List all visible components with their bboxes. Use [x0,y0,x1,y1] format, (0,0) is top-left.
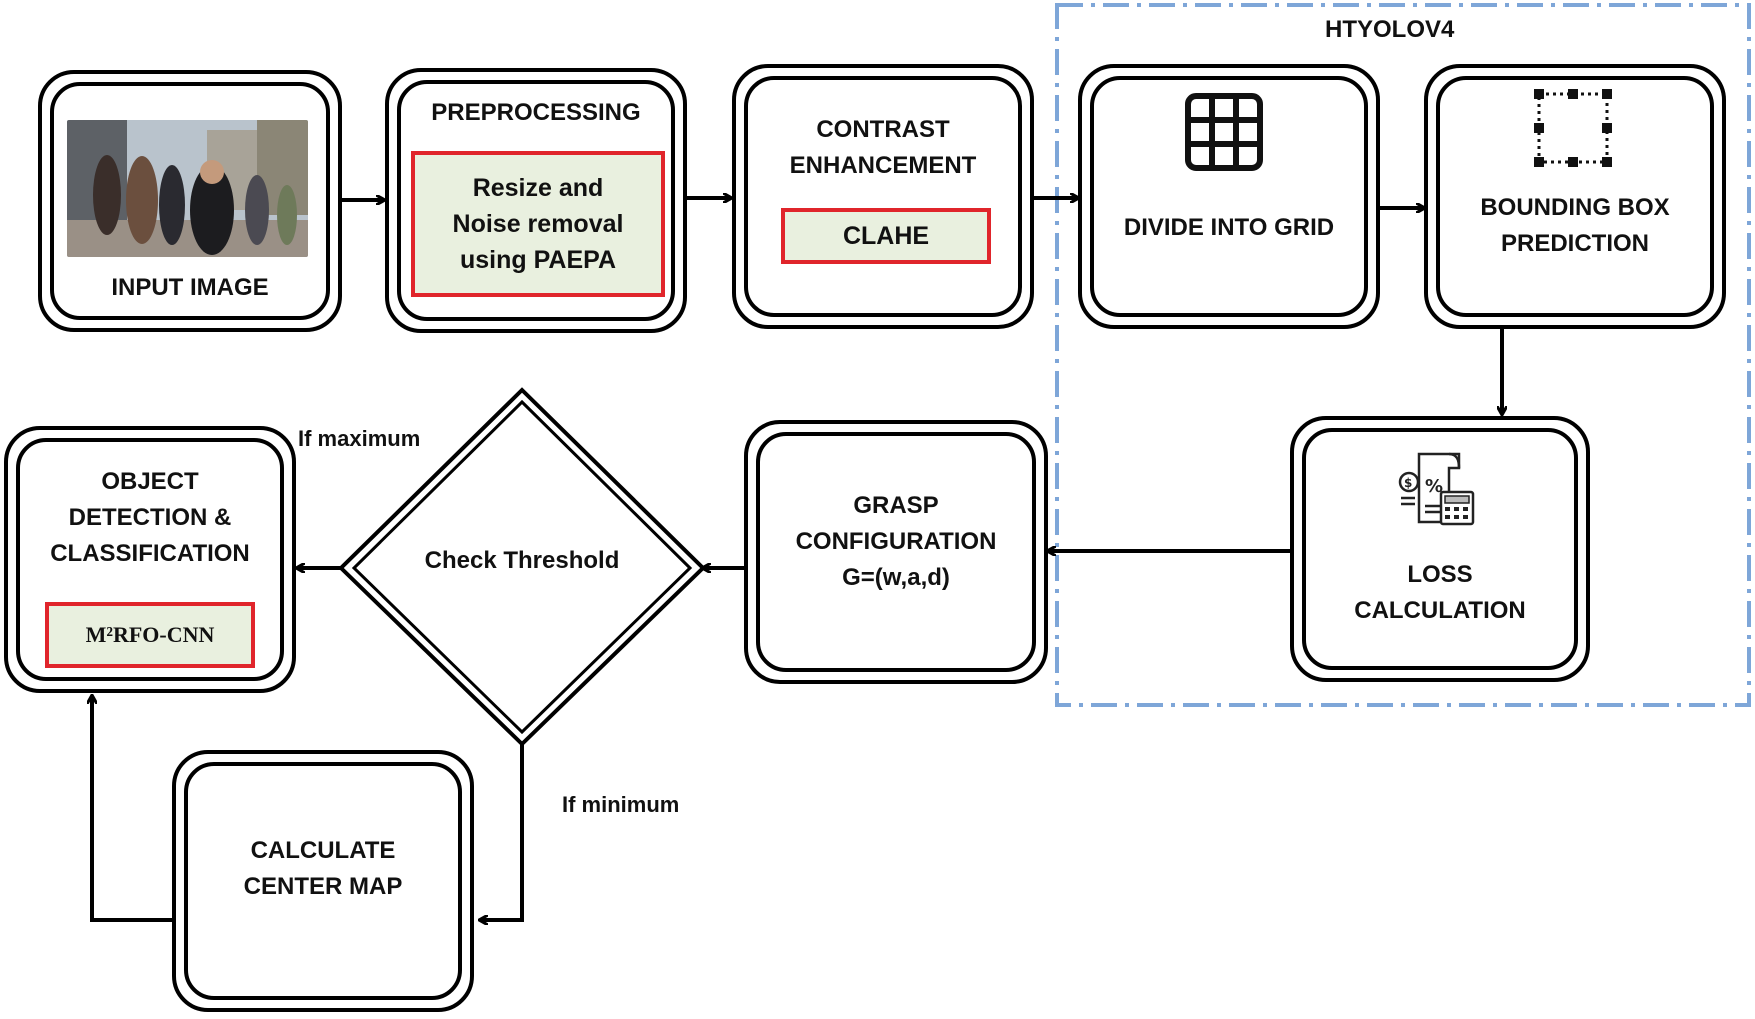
loss-label-line-2: CALCULATION [1354,597,1526,624]
contrast-node [732,64,1034,329]
loss-node-inner [1302,428,1578,670]
bbox-label-line-2: PREDICTION [1500,230,1649,257]
center-map-node-inner [184,762,462,1000]
detection-label-line-3: CLASSIFICATION [50,540,250,567]
preprocessing-label: PREPROCESSING [431,99,641,126]
grasp-node [744,420,1048,684]
edge-center-map-to-detection [92,696,174,922]
grid-node-inner [1090,76,1368,317]
htyolov4-group-label: HTYOLOV4 [1325,16,1455,43]
contrast-label-line-2: ENHANCEMENT [789,152,977,179]
detection-node-inner [16,438,284,681]
grasp-label-line-2: CONFIGURATION [795,528,997,555]
bounding-box-icon [1533,88,1613,173]
loss-label-line-1: LOSS [1407,561,1473,588]
m2rfo-cnn-label: M²RFO-CNN [85,622,215,647]
svg-text:%: % [1425,476,1443,497]
paepa-line-3: using PAEPA [459,246,617,274]
clahe-label: CLAHE [842,222,930,250]
paepa-line-1: Resize and [472,174,604,202]
paepa-method-box: Resize and Noise removal using PAEPA [411,151,665,297]
paepa-line-2: Noise removal [452,210,624,238]
grasp-node-inner [756,432,1036,672]
threshold-diamond-inner [351,399,693,735]
grid-icon [1185,93,1263,176]
m2rfo-cnn-method-box: M²RFO-CNN [45,602,255,668]
if-minimum-label: If minimum [562,792,680,817]
svg-text:$: $ [1404,476,1412,490]
grid-label: DIVIDE INTO GRID [1123,214,1335,241]
detection-label-line-2: DETECTION & [68,504,232,531]
grid-node [1078,64,1380,329]
preprocessing-node-inner [397,80,675,321]
bbox-label-line-1: BOUNDING BOX [1480,194,1670,221]
edge-threshold-to-center-map [480,741,524,920]
threshold-diamond [338,387,706,747]
detection-label-line-1: OBJECT [101,468,199,495]
contrast-label-line-1: CONTRAST [816,116,950,143]
input-street-photo [67,120,308,257]
center-map-label-line-2: CENTER MAP [243,873,403,900]
input-image-node-inner [50,82,330,320]
grasp-label-line-3: G=(w,a,d) [842,564,950,591]
bbox-node-inner [1436,76,1714,317]
bbox-node [1424,64,1726,329]
center-map-label-line-1: CALCULATE [250,837,396,864]
center-map-node [172,750,474,1012]
clahe-method-box: CLAHE [781,208,991,264]
htyolov4-group-border [1055,3,1751,707]
threshold-label: Check Threshold [424,547,620,574]
grasp-label-line-1: GRASP [853,492,939,519]
contrast-node-inner [744,76,1022,317]
input-image-label: INPUT IMAGE [111,274,269,301]
calculator-receipt-icon: % $ [1397,448,1477,533]
if-maximum-label: If maximum [298,426,421,451]
